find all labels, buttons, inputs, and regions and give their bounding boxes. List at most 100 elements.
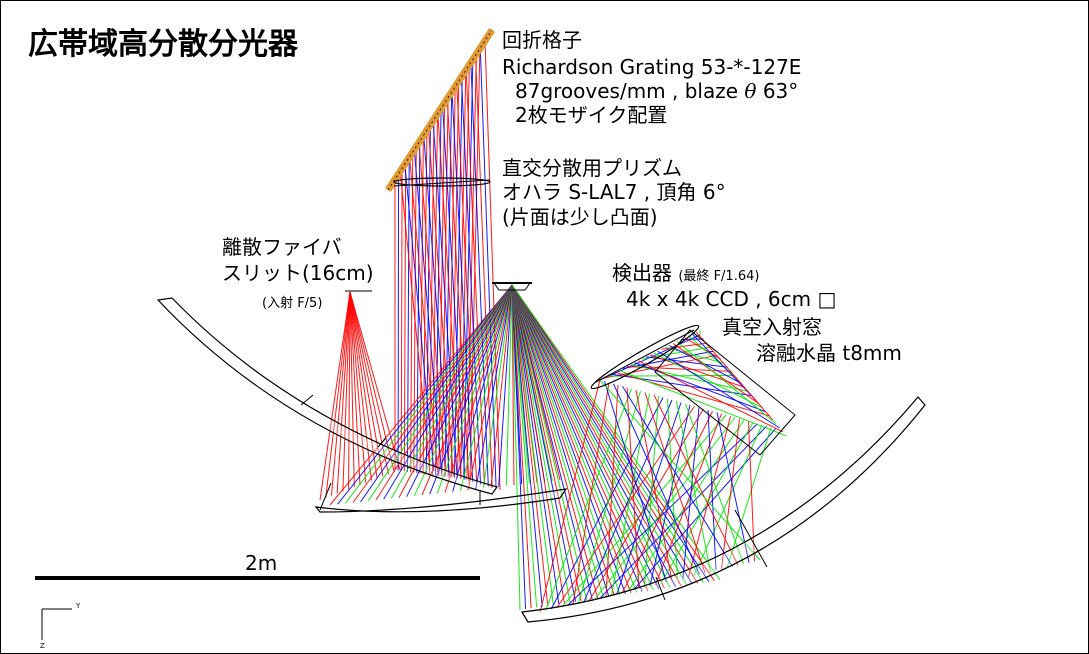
ray <box>511 284 621 596</box>
ray <box>453 74 463 478</box>
ray <box>349 291 384 477</box>
large-camera-mirror <box>521 396 926 623</box>
ray <box>657 350 780 429</box>
ray <box>459 284 513 491</box>
prism-note: (片面は少し凸面) <box>502 205 658 229</box>
ray <box>511 284 610 597</box>
ray <box>572 382 610 605</box>
ray <box>635 389 673 581</box>
grating <box>385 28 495 192</box>
ray <box>348 291 351 490</box>
ray <box>619 369 787 437</box>
ray <box>511 284 665 589</box>
ray <box>685 403 744 565</box>
ray <box>465 68 485 486</box>
ray <box>437 112 462 479</box>
ray <box>748 421 755 562</box>
ray <box>626 387 640 589</box>
ray <box>642 346 711 360</box>
mirror-edge-mark <box>377 437 387 448</box>
ray <box>511 284 593 600</box>
ray <box>622 385 733 567</box>
fiber-name: 離散ファイバ <box>222 235 342 259</box>
ray <box>511 284 704 583</box>
mirror-edge-mark <box>655 576 666 601</box>
ray <box>545 388 632 611</box>
ray <box>336 291 351 494</box>
ray <box>511 284 521 611</box>
ray <box>653 352 763 409</box>
square-symbol: □ <box>817 287 837 311</box>
y-axis-label: Y <box>76 602 81 610</box>
ray <box>456 83 478 484</box>
ray <box>511 284 615 596</box>
ray <box>467 284 513 491</box>
ray <box>505 284 513 486</box>
detector-name: 検出器 (最終 F/1.64) <box>612 263 759 283</box>
ray <box>676 401 711 572</box>
fold-mirror <box>654 329 796 456</box>
ray <box>460 62 470 479</box>
ray <box>649 354 746 388</box>
ray <box>349 291 390 475</box>
grating-spec: 87grooves/mm , blaze θ 63° <box>515 81 798 101</box>
ray <box>688 335 739 380</box>
detector-ccd: 4k x 4k CCD , 6cm □ <box>626 289 836 309</box>
ray <box>425 126 431 475</box>
ray <box>511 284 671 588</box>
ray <box>349 291 355 488</box>
detector-ccd-label: 4k x 4k CCD , 6cm <box>626 287 812 311</box>
ray <box>721 418 740 570</box>
ray <box>330 291 351 496</box>
ray <box>407 161 410 472</box>
ray <box>511 284 571 603</box>
ray <box>511 284 638 593</box>
ray <box>404 162 435 472</box>
detector-name-label: 検出器 <box>612 261 672 285</box>
ray <box>511 284 682 587</box>
ray <box>511 284 688 586</box>
ray <box>498 284 513 487</box>
ray <box>511 284 543 607</box>
ray <box>583 399 673 602</box>
theta-symbol: θ <box>744 79 757 103</box>
window-name: 真空入射窓 <box>722 315 822 339</box>
ray <box>349 291 361 486</box>
ray <box>615 371 770 417</box>
ray <box>349 291 367 483</box>
ray <box>638 360 784 433</box>
ray <box>644 392 706 574</box>
ray <box>604 381 667 583</box>
ray <box>511 284 538 608</box>
vacuum-window <box>590 324 700 390</box>
ray <box>578 391 641 604</box>
ray <box>375 284 513 501</box>
ray <box>470 61 489 487</box>
ray <box>475 54 493 488</box>
ray <box>360 284 513 502</box>
z-axis-label: Z <box>40 642 45 650</box>
prism-spec: オハラ S-LAL7 , 頂角 6° <box>502 180 726 204</box>
ray <box>421 284 513 496</box>
mirror-edge-mark <box>300 394 314 406</box>
ray <box>352 284 513 503</box>
grating-name: 回折格子 <box>502 28 582 52</box>
ray <box>319 291 351 501</box>
ray <box>653 394 739 566</box>
ray <box>390 284 513 499</box>
fiber-input: (入射 F/5) <box>262 296 323 311</box>
axes-indicator <box>41 608 72 640</box>
ray <box>475 284 513 490</box>
ray <box>511 284 632 594</box>
ray <box>490 284 513 488</box>
ray <box>452 284 513 492</box>
ray <box>511 284 527 610</box>
ray <box>484 39 501 491</box>
detector-fratio: (最終 F/1.64) <box>678 269 760 284</box>
ray <box>613 383 700 575</box>
ray <box>511 284 560 605</box>
ray <box>432 119 458 478</box>
grating-layout: 2枚モザイク配置 <box>515 103 668 127</box>
ray <box>511 284 643 592</box>
